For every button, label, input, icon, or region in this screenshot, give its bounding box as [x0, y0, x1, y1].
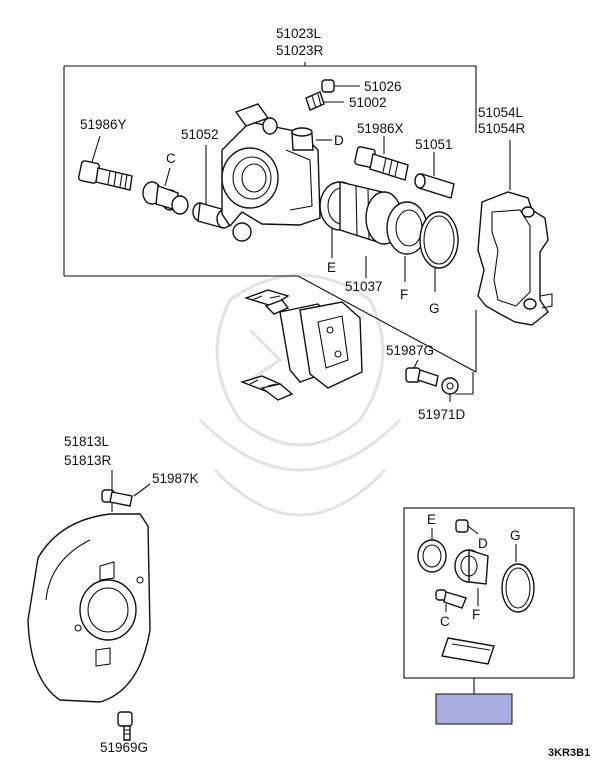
part-51813-dust-shield: [27, 470, 151, 703]
diagram-code: 3KR3B1: [548, 747, 590, 759]
kit-d-cap: [455, 519, 479, 535]
part-51986y-bolt: [77, 135, 133, 191]
label-kit-c: C: [440, 614, 450, 629]
label-51813l: 51813L: [64, 434, 110, 449]
kit-f-seal: [454, 549, 489, 606]
part-51037-boot: [319, 181, 403, 278]
label-51002: 51002: [349, 95, 387, 110]
label-e-top: E: [327, 260, 336, 275]
seal-kit-part-number-tag[interactable]: [435, 693, 513, 725]
part-51023-caliper-body: [221, 103, 321, 242]
label-51023l: 51023L: [276, 26, 322, 41]
label-g-top: G: [429, 301, 440, 316]
label-d-top: D: [334, 133, 344, 148]
part-c-bushings: [142, 167, 189, 215]
kit-g-snap-ring: [501, 544, 535, 613]
part-51986x-bolt: [354, 136, 409, 181]
caliper-assembly-outline: [64, 62, 477, 133]
kit-e-ring: [417, 528, 447, 573]
caliper-outline-diagonal: [297, 275, 477, 373]
label-kit-g: G: [510, 528, 521, 543]
label-f-top: F: [400, 287, 408, 302]
part-51054-mounting-bracket: [477, 140, 553, 326]
part-51987k-bolt: [101, 483, 151, 507]
label-kit-f: F: [472, 607, 480, 622]
part-g-snap-ring: [419, 211, 459, 292]
label-c-top: C: [166, 151, 176, 166]
label-51026: 51026: [364, 79, 402, 94]
label-kit-d: D: [478, 536, 488, 551]
label-51987g: 51987G: [386, 343, 434, 358]
label-51037: 51037: [345, 279, 383, 294]
label-51987k: 51987K: [152, 471, 199, 486]
part-51002-bleeder-plug: [305, 91, 344, 111]
part-51969g-bolt: [117, 711, 133, 741]
label-51054l: 51054L: [478, 105, 524, 120]
label-51986y: 51986Y: [80, 117, 127, 132]
part-51971d-nut: [441, 377, 459, 402]
label-51971d: 51971D: [418, 407, 466, 422]
kit-c-bushing: [435, 589, 467, 612]
part-pad-clips-top: [243, 289, 290, 315]
label-51054r: 51054R: [478, 121, 526, 136]
label-51813r: 51813R: [64, 453, 112, 468]
part-51026-bleeder-cap: [321, 79, 360, 93]
label-kit-e: E: [427, 512, 436, 527]
label-51023r: 51023R: [276, 43, 324, 58]
label-51052: 51052: [181, 127, 219, 142]
part-pad-clips-bottom: [239, 375, 294, 401]
kit-grease-packet: [441, 637, 495, 665]
part-51987g-bolt: [405, 359, 439, 387]
label-51969g: 51969G: [100, 740, 148, 755]
part-51051-pin: [414, 152, 455, 199]
part-brake-pads: [279, 301, 363, 389]
label-51986x: 51986X: [357, 121, 404, 136]
part-d-cap-top: [291, 127, 332, 151]
seal-kit-box: [403, 507, 575, 679]
label-51051: 51051: [415, 137, 453, 152]
